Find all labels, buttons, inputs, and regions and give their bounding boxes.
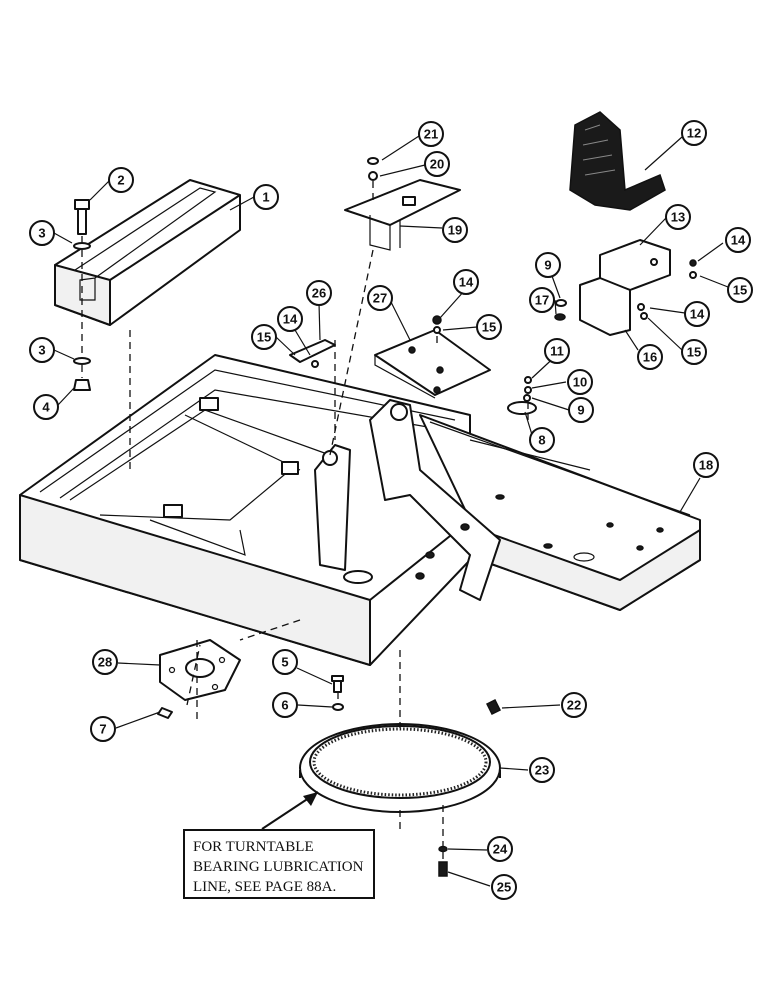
callout-1: 1 bbox=[253, 184, 279, 210]
callout-13: 13 bbox=[665, 204, 691, 230]
svg-text:15: 15 bbox=[482, 320, 496, 335]
svg-text:3: 3 bbox=[38, 226, 45, 241]
svg-text:26: 26 bbox=[312, 286, 326, 301]
callout-6: 6 bbox=[272, 692, 298, 718]
part-26-bracket bbox=[289, 339, 336, 368]
callout-5: 5 bbox=[272, 649, 298, 675]
hardware-right bbox=[637, 259, 697, 320]
svg-text:18: 18 bbox=[699, 458, 713, 473]
svg-text:12: 12 bbox=[687, 126, 701, 141]
svg-text:6: 6 bbox=[281, 698, 288, 713]
callout-10: 10 bbox=[567, 369, 593, 395]
svg-text:22: 22 bbox=[567, 698, 581, 713]
svg-text:15: 15 bbox=[687, 345, 701, 360]
parts-22-24-25 bbox=[438, 698, 502, 877]
svg-text:8: 8 bbox=[538, 433, 545, 448]
parts-5-6 bbox=[331, 675, 344, 711]
callout-14: 14 bbox=[453, 269, 479, 295]
svg-text:5: 5 bbox=[281, 655, 288, 670]
callout-27: 27 bbox=[367, 285, 393, 311]
hardware-left bbox=[73, 199, 91, 391]
svg-text:15: 15 bbox=[733, 283, 747, 298]
svg-text:19: 19 bbox=[448, 223, 462, 238]
callout-26: 26 bbox=[306, 280, 332, 306]
note-leader bbox=[261, 791, 319, 830]
callout-7: 7 bbox=[90, 716, 116, 742]
callout-14: 14 bbox=[725, 227, 751, 253]
svg-text:1: 1 bbox=[262, 190, 269, 205]
assembly-lines bbox=[81, 181, 529, 862]
callout-19: 19 bbox=[442, 217, 468, 243]
svg-text:16: 16 bbox=[643, 350, 657, 365]
callout-14: 14 bbox=[277, 306, 303, 332]
svg-text:10: 10 bbox=[573, 375, 587, 390]
callout-3: 3 bbox=[29, 337, 55, 363]
svg-text:9: 9 bbox=[577, 403, 584, 418]
svg-text:14: 14 bbox=[283, 312, 298, 327]
callout-23: 23 bbox=[529, 757, 555, 783]
main-frame bbox=[19, 354, 701, 666]
svg-text:4: 4 bbox=[42, 400, 50, 415]
svg-text:24: 24 bbox=[493, 842, 508, 857]
callout-22: 22 bbox=[561, 692, 587, 718]
callout-15: 15 bbox=[681, 339, 707, 365]
callout-9: 9 bbox=[535, 252, 561, 278]
callout-2: 2 bbox=[108, 167, 134, 193]
part-1-rail-cover bbox=[54, 179, 241, 326]
svg-text:13: 13 bbox=[671, 210, 685, 225]
callout-11: 11 bbox=[544, 338, 570, 364]
part-8-pad bbox=[507, 299, 567, 415]
part-19-support-plate bbox=[344, 157, 461, 251]
svg-text:14: 14 bbox=[459, 275, 474, 290]
part-12-seat bbox=[569, 111, 666, 211]
svg-text:23: 23 bbox=[535, 763, 549, 778]
part-23-bearing-ring bbox=[299, 723, 501, 813]
callout-15: 15 bbox=[251, 324, 277, 350]
svg-text:9: 9 bbox=[544, 258, 551, 273]
callout-18: 18 bbox=[693, 452, 719, 478]
callout-24: 24 bbox=[487, 836, 513, 862]
callout-17: 17 bbox=[529, 287, 555, 313]
svg-text:14: 14 bbox=[731, 233, 746, 248]
note-line-3: LINE, SEE PAGE 88A. bbox=[193, 879, 337, 895]
svg-text:21: 21 bbox=[424, 127, 438, 142]
lubrication-note: FOR TURNTABLE BEARING LUBRICATION LINE, … bbox=[183, 829, 375, 899]
callout-25: 25 bbox=[491, 874, 517, 900]
callout-20: 20 bbox=[424, 151, 450, 177]
callout-28: 28 bbox=[92, 649, 118, 675]
part-13-16-brackets bbox=[579, 239, 671, 336]
svg-text:27: 27 bbox=[373, 291, 387, 306]
note-line-2: BEARING LUBRICATION bbox=[193, 859, 364, 875]
callout-14: 14 bbox=[684, 301, 710, 327]
callout-4: 4 bbox=[33, 394, 59, 420]
svg-text:28: 28 bbox=[98, 655, 112, 670]
part-28-swivel-plate bbox=[157, 639, 241, 719]
note-line-1: FOR TURNTABLE bbox=[193, 839, 314, 855]
svg-text:25: 25 bbox=[497, 880, 511, 895]
callout-15: 15 bbox=[476, 314, 502, 340]
callout-12: 12 bbox=[681, 120, 707, 146]
callout-15: 15 bbox=[727, 277, 753, 303]
callouts: 1 2 3 3 4 5 6 7 8 9 9 10 11 12 13 14 14 … bbox=[29, 120, 753, 900]
callout-3: 3 bbox=[29, 220, 55, 246]
callout-21: 21 bbox=[418, 121, 444, 147]
svg-text:2: 2 bbox=[117, 173, 124, 188]
svg-text:20: 20 bbox=[430, 157, 444, 172]
svg-text:17: 17 bbox=[535, 293, 549, 308]
svg-text:15: 15 bbox=[257, 330, 271, 345]
svg-text:14: 14 bbox=[690, 307, 705, 322]
callout-16: 16 bbox=[637, 344, 663, 370]
svg-text:11: 11 bbox=[550, 344, 564, 359]
svg-text:7: 7 bbox=[99, 722, 106, 737]
svg-text:3: 3 bbox=[38, 343, 45, 358]
callout-9: 9 bbox=[568, 397, 594, 423]
callout-8: 8 bbox=[529, 427, 555, 453]
part-27-mounting-plate bbox=[374, 315, 491, 399]
